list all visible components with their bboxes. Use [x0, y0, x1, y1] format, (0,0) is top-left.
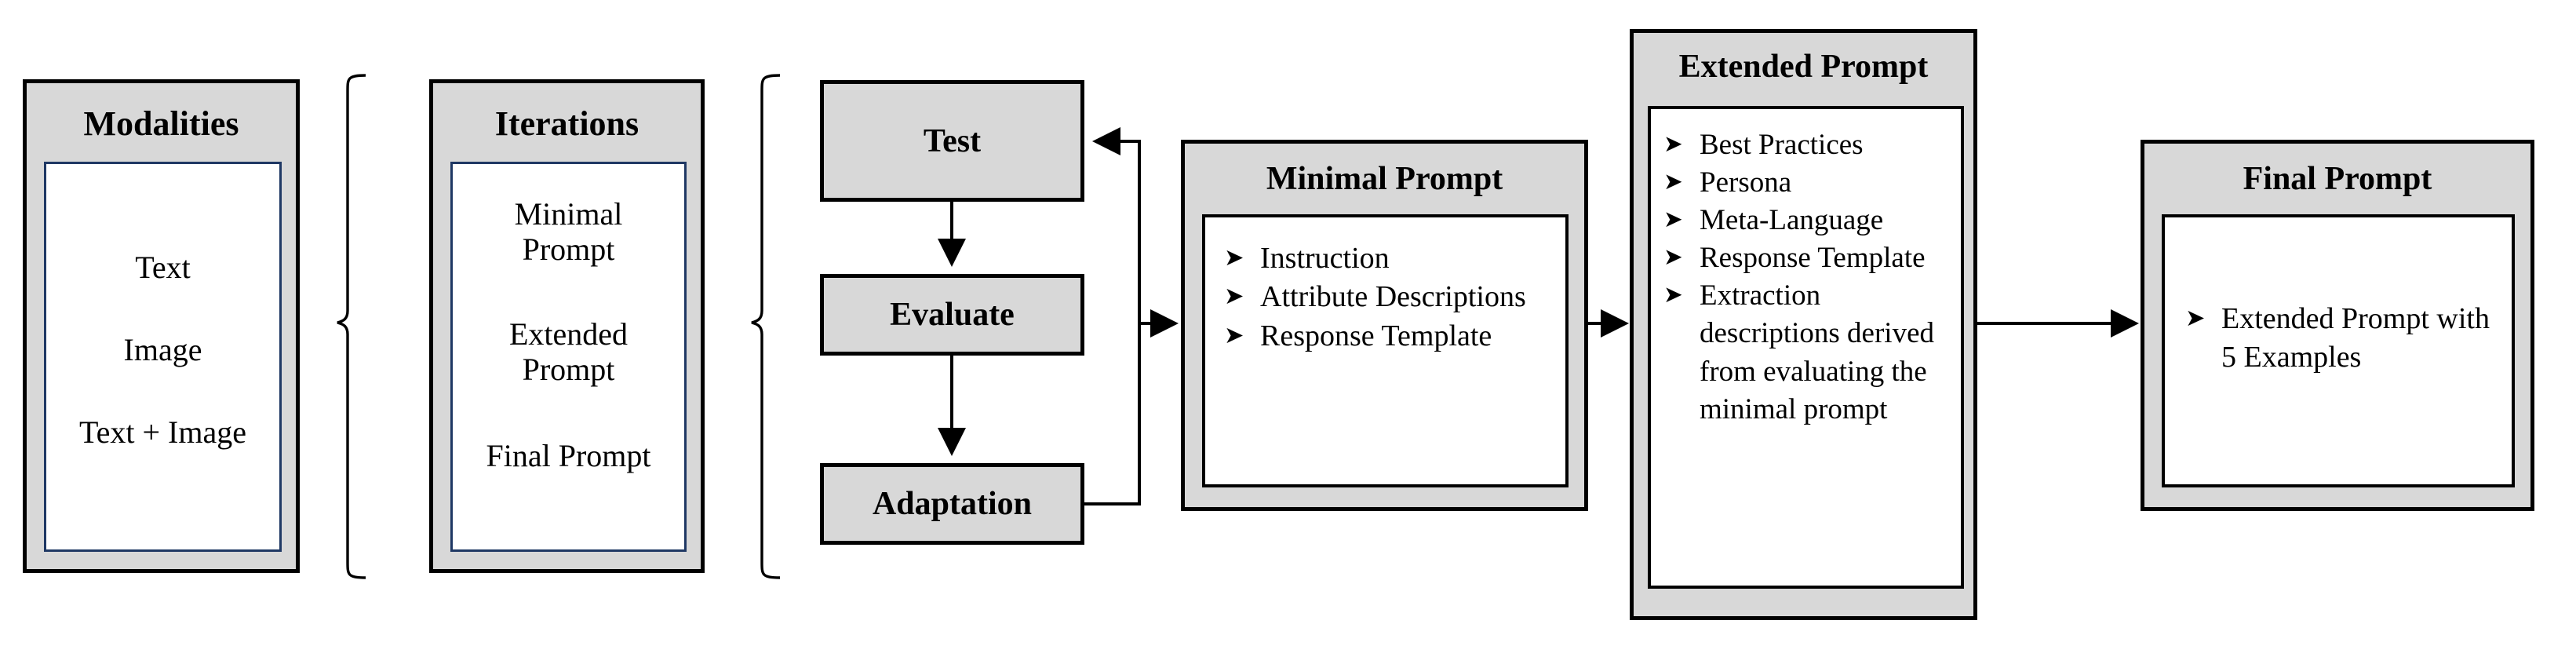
chevron-right-icon: ➤	[1663, 168, 1683, 195]
process-step-adaptation: Adaptation	[820, 463, 1084, 545]
modalities-body: Text Image Text + Image	[44, 162, 282, 552]
minimal-prompt-title: Minimal Prompt	[1266, 161, 1503, 197]
process-step-test-label: Test	[923, 122, 982, 159]
final-prompt-panel: Final Prompt ➤ Extended Prompt with 5 Ex…	[2141, 140, 2534, 511]
process-step-adaptation-label: Adaptation	[872, 486, 1033, 522]
list-item-label: Best Practices	[1700, 129, 1864, 161]
list-item-label: Response Template	[1260, 319, 1492, 352]
chevron-right-icon: ➤	[2185, 305, 2206, 332]
iteration-item-minimal-prompt-line2: Prompt	[522, 231, 615, 267]
list-item: ➤ Response Template	[1224, 317, 1561, 356]
arrow-adaptation-feedback-to-test	[1084, 127, 1141, 505]
list-item-label: Persona	[1700, 166, 1792, 199]
process-step-evaluate-label: Evaluate	[890, 297, 1015, 333]
chevron-right-icon: ➤	[1663, 206, 1683, 233]
list-item-label: Extraction descriptions derived from eva…	[1700, 279, 1934, 425]
list-item-label: Extended Prompt with 5 Examples	[2221, 302, 2490, 374]
modality-item-image: Image	[123, 332, 202, 367]
list-item: ➤ Best Practices	[1663, 126, 1958, 164]
final-prompt-title: Final Prompt	[2243, 161, 2432, 197]
extended-prompt-bullet-list: ➤ Best Practices ➤ Persona ➤ Meta-Langua…	[1663, 126, 1958, 429]
iterations-body: Minimal Prompt Extended Prompt Final Pro…	[450, 162, 687, 552]
iterations-panel: Iterations Minimal Prompt Extended Promp…	[429, 79, 705, 573]
modalities-title: Modalities	[83, 104, 239, 143]
list-item: ➤ Extended Prompt with 5 Examples	[2185, 300, 2499, 378]
chevron-right-icon: ➤	[1224, 321, 1244, 349]
list-item-label: Meta-Language	[1700, 204, 1884, 237]
list-item: ➤ Attribute Descriptions	[1224, 278, 1561, 316]
list-item: ➤ Persona	[1663, 164, 1958, 202]
iteration-item-final-prompt: Final Prompt	[486, 438, 651, 473]
iteration-item-extended-prompt-line1: Extended	[508, 316, 629, 352]
minimal-prompt-body: ➤ Instruction ➤ Attribute Descriptions ➤…	[1202, 214, 1569, 487]
extended-prompt-title: Extended Prompt	[1678, 49, 1929, 85]
list-item-label: Instruction	[1260, 242, 1390, 275]
chevron-right-icon: ➤	[1663, 281, 1683, 308]
process-step-test: Test	[820, 80, 1084, 202]
iterations-title: Iterations	[494, 104, 639, 143]
chevron-right-icon: ➤	[1663, 243, 1683, 271]
extended-prompt-panel: Extended Prompt ➤ Best Practices ➤ Perso…	[1630, 29, 1977, 620]
chevron-right-icon: ➤	[1224, 283, 1244, 311]
process-step-evaluate: Evaluate	[820, 274, 1084, 356]
minimal-prompt-panel: Minimal Prompt ➤ Instruction ➤ Attribute…	[1181, 140, 1588, 511]
minimal-prompt-bullet-list: ➤ Instruction ➤ Attribute Descriptions ➤…	[1224, 239, 1561, 356]
iteration-item-minimal-prompt: Minimal Prompt	[453, 196, 684, 268]
brace-iterations-to-process	[751, 74, 781, 579]
modalities-panel: Modalities Text Image Text + Image	[23, 79, 300, 573]
list-item-label: Response Template	[1700, 242, 1926, 275]
final-prompt-bullet-list: ➤ Extended Prompt with 5 Examples	[2185, 300, 2499, 378]
brace-modalities-to-iterations	[337, 74, 366, 579]
modality-item-text-image: Text + Image	[78, 414, 246, 450]
list-item: ➤ Extraction descriptions derived from e…	[1663, 277, 1958, 428]
modality-item-text: Text	[135, 250, 191, 285]
extended-prompt-body: ➤ Best Practices ➤ Persona ➤ Meta-Langua…	[1648, 106, 1964, 589]
list-item: ➤ Response Template	[1663, 239, 1958, 277]
list-item: ➤ Instruction	[1224, 239, 1561, 278]
final-prompt-body: ➤ Extended Prompt with 5 Examples	[2162, 214, 2515, 487]
chevron-right-icon: ➤	[1224, 244, 1244, 272]
list-item: ➤ Meta-Language	[1663, 202, 1958, 239]
list-item-label: Attribute Descriptions	[1260, 280, 1526, 314]
iteration-item-minimal-prompt-line1: Minimal	[514, 196, 623, 232]
iteration-item-extended-prompt: Extended Prompt	[453, 316, 684, 388]
chevron-right-icon: ➤	[1663, 130, 1683, 157]
iteration-item-extended-prompt-line2: Prompt	[522, 351, 615, 387]
